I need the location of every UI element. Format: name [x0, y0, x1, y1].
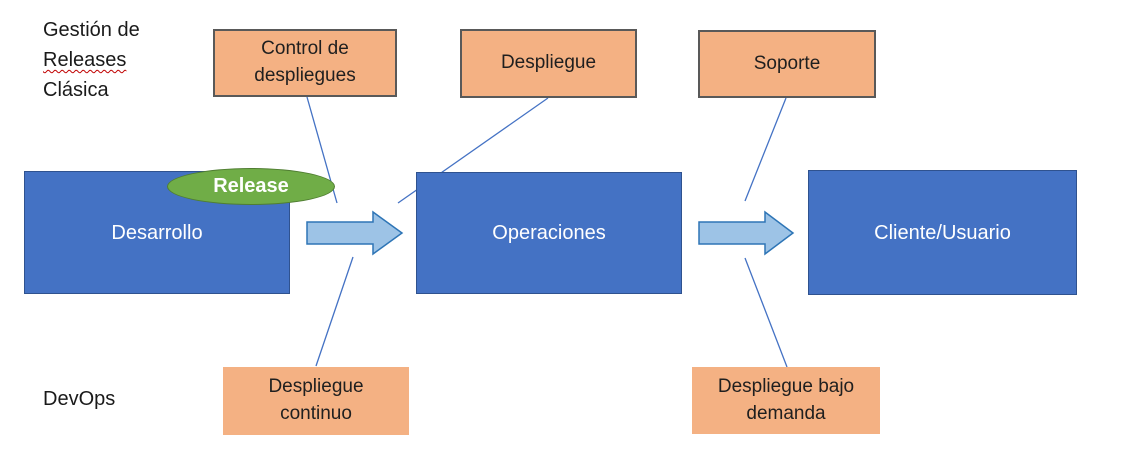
box-soporte-label: Soporte [753, 52, 821, 74]
release-ellipse-label: Release [213, 175, 289, 197]
classic-label-line1: Gestión de [43, 19, 140, 41]
connector-soporte [744, 97, 787, 202]
connector-despliegue-bajo-demanda [744, 257, 788, 368]
classic-label-line3: Clásica [43, 79, 109, 101]
box-desarrollo-label: Desarrollo [111, 221, 203, 244]
box-despliegue-bajo-demanda: Despliegue bajo demanda [692, 367, 880, 434]
box-despliegue-bajo-demanda-label: Despliegue bajo demanda [717, 375, 855, 424]
box-despliegue: Despliegue [460, 29, 637, 98]
box-despliegue-continuo-label: Despliegue continuo [268, 376, 364, 424]
devops-label: DevOps [43, 384, 115, 414]
connector-despliegue-continuo [315, 256, 354, 367]
box-operaciones-label: Operaciones [492, 222, 606, 244]
flow-arrow-operaciones-cliente [698, 210, 795, 256]
devops-label-text: DevOps [43, 388, 116, 410]
flow-arrow-desarrollo-operaciones [306, 210, 404, 256]
box-cliente-usuario: Cliente/Usuario [808, 170, 1077, 295]
box-despliegue-label: Despliegue [500, 52, 597, 74]
box-cliente-usuario-label: Cliente/Usuario [874, 221, 1011, 244]
box-soporte: Soporte [698, 30, 876, 98]
box-control-de-despliegues-label: Control de despliegues [254, 38, 356, 86]
classic-releases-label: Gestión de Releases Clásica [43, 15, 140, 105]
classic-label-line2: Releases [43, 49, 127, 71]
box-control-de-despliegues: Control de despliegues [213, 29, 397, 97]
box-operaciones: Operaciones [416, 172, 682, 294]
release-ellipse: Release [167, 168, 335, 205]
box-despliegue-continuo: Despliegue continuo [223, 367, 409, 435]
